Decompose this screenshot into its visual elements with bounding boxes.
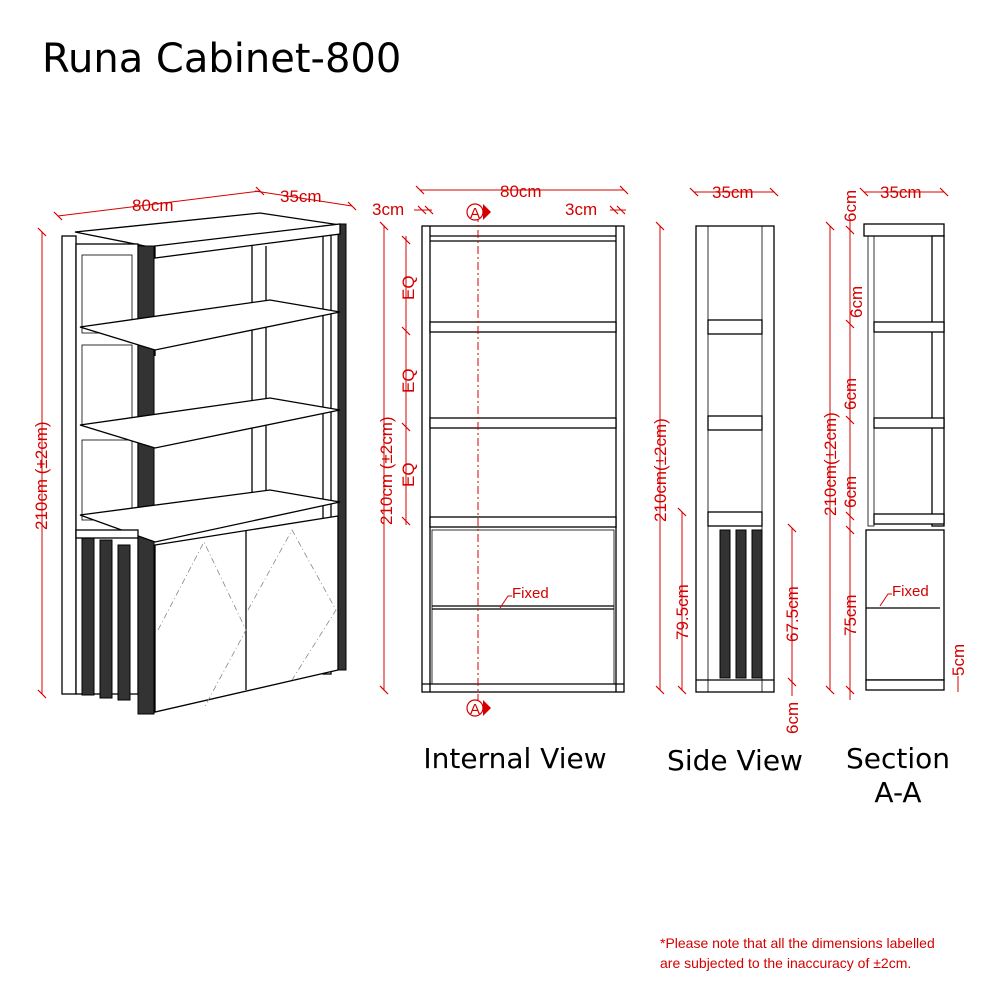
svg-text:A: A: [470, 205, 480, 222]
section-shelf1-label: 6cm: [847, 286, 866, 318]
section-height-label: 210cm(±2cm): [821, 412, 840, 516]
section-aa-view: 35cm 210cm(±2cm) 6cm 6cm 6cm 6cm 75cm 5c…: [821, 183, 968, 700]
eq-label-1: EQ: [399, 275, 418, 300]
side-depth-label: 35cm: [712, 183, 754, 202]
note-line-2: are subjected to the inaccuracy of ±2cm.: [660, 955, 912, 971]
section-caption-line2: A-A: [874, 776, 922, 809]
internal-height-label: 210cm (±2cm): [377, 416, 396, 525]
drawing-title: Runa Cabinet-800: [42, 36, 402, 82]
iso-height-label: 210cm (±2cm): [32, 421, 51, 530]
side-lower-height-label: 79.5cm: [673, 584, 692, 640]
section-lower-label: 75cm: [841, 594, 860, 636]
section-plinth-label: 5cm: [949, 644, 968, 676]
section-shelf3-label: 6cm: [841, 476, 860, 508]
section-fixed-label: Fixed: [892, 583, 929, 600]
svg-text:A: A: [470, 701, 480, 718]
internal-width-label: 80cm: [500, 182, 542, 201]
internal-view-caption: Internal View: [423, 742, 607, 775]
internal-fixed-label: Fixed: [512, 585, 549, 602]
section-shelf2-label: 6cm: [841, 378, 860, 410]
internal-side-right-label: 3cm: [565, 200, 597, 219]
eq-label-3: EQ: [399, 462, 418, 487]
eq-label-2: EQ: [399, 368, 418, 393]
section-top-label: 6cm: [841, 190, 860, 222]
side-height-label: 210cm(±2cm): [651, 418, 670, 522]
iso-width-label: 80cm: [132, 196, 174, 215]
dimension-note: *Please note that all the dimensions lab…: [660, 933, 990, 973]
internal-view: 80cm 3cm 3cm 210cm (±2cm) EQ EQ EQ: [372, 182, 629, 718]
section-marker-bottom: A: [466, 699, 491, 718]
side-view-caption: Side View: [667, 744, 803, 777]
side-door-height-label: 67.5cm: [783, 586, 802, 642]
section-marker-top: A: [466, 203, 491, 222]
side-view: 35cm 210cm(±2cm) 79.5cm 67.5cm 6cm 6cm: [651, 183, 802, 734]
internal-side-left-label: 3cm: [372, 200, 404, 219]
note-line-1: *Please note that all the dimensions lab…: [660, 935, 935, 951]
section-caption-line1: Section: [845, 742, 951, 775]
section-caption: Section A-A: [838, 742, 958, 810]
section-depth-label: 35cm: [880, 183, 922, 202]
isometric-view: 80cm 35cm 210cm (±2cm): [32, 186, 357, 715]
iso-depth-label: 35cm: [280, 187, 322, 206]
side-base-label: 6cm: [783, 702, 802, 734]
